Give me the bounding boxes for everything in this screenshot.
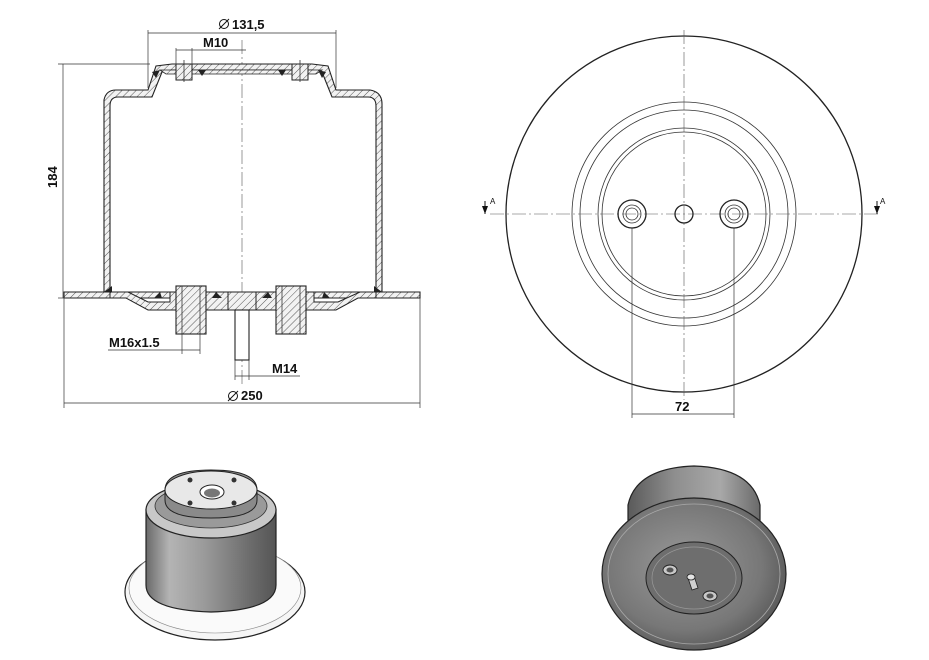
label-thread-bottom: M16x1.5 (109, 335, 160, 350)
top-seal-inner-left (198, 70, 206, 76)
render-3d-top-view (124, 469, 306, 641)
bottom-bolt-right (275, 285, 307, 335)
bottom-seal-inner-left (154, 292, 162, 298)
bottom-seal-left (104, 286, 112, 292)
bottom-seal-right (374, 286, 382, 292)
section-view: 131,5 M10 184 M16x1.5 M14 (45, 17, 421, 408)
center-pin (234, 309, 250, 361)
dim-hole-spacing: 72 (631, 228, 735, 418)
bellows-wall (103, 63, 383, 293)
dim-height: 184 (45, 63, 150, 299)
top-seal-inner-right (278, 70, 286, 76)
dim-diameter-top: 131,5 (147, 17, 337, 88)
dim-thread-bottom: M16x1.5 (108, 334, 201, 354)
label-hole-spacing: 72 (675, 399, 689, 414)
dim-thread-top: M10 (175, 35, 246, 64)
bottom-seal-c2 (262, 292, 272, 298)
top-seal-right (318, 70, 326, 78)
top-view: A A 72 (482, 30, 886, 418)
label-thread-center: M14 (272, 361, 298, 376)
section-marker-left: A (482, 197, 496, 214)
render-bolt-1 (662, 564, 678, 576)
label-section-right: A (880, 197, 886, 206)
render-bolt-2 (702, 590, 718, 602)
bottom-bolt-left (175, 285, 207, 335)
section-marker-right: A (874, 197, 886, 214)
center-pin-head (227, 291, 257, 311)
dim-diameter-base: 250 (63, 298, 421, 408)
dim-thread-center: M14 (234, 360, 300, 380)
label-height: 184 (45, 166, 60, 188)
label-diameter-top: 131,5 (232, 17, 265, 32)
render-3d-bottom-view (601, 465, 787, 651)
bottom-seal-inner-right (322, 292, 330, 298)
label-thread-top: M10 (203, 35, 228, 50)
top-seal-left (152, 70, 160, 78)
hole-center (674, 204, 694, 224)
label-diameter-base: 250 (241, 388, 263, 403)
label-section-left: A (490, 197, 496, 206)
render-pin (686, 573, 699, 591)
bottom-seal-c1 (212, 292, 222, 298)
